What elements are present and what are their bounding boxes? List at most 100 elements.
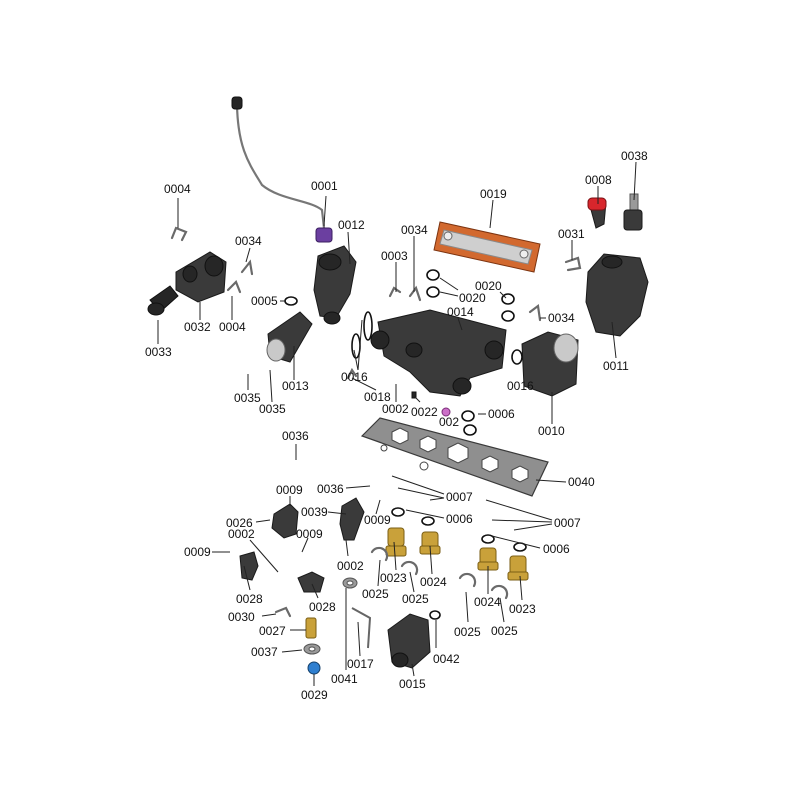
label-0004-mid: 0004 [219, 320, 246, 334]
part-oring-0006-e [481, 534, 495, 544]
part-clip-0025-c [458, 572, 477, 588]
part-0014-manifold [370, 309, 507, 397]
label-0019: 0019 [480, 187, 507, 201]
part-0013-motor [266, 311, 313, 363]
label-0033: 0033 [145, 345, 172, 359]
part-0024-fitting-a [419, 531, 441, 555]
label-0013: 0013 [282, 379, 309, 393]
part-clip-0004-top [170, 226, 188, 242]
label-002: 002 [439, 415, 459, 429]
label-0036-top: 0036 [282, 429, 309, 443]
label-0034-mid: 0034 [401, 223, 428, 237]
label-0005: 0005 [251, 294, 278, 308]
part-clip-0018 [346, 367, 358, 380]
part-0026-body [271, 503, 299, 539]
label-0020-right: 0020 [475, 279, 502, 293]
label-0040: 0040 [568, 475, 595, 489]
label-0002-left: 0002 [228, 527, 255, 541]
label-0025-a: 0025 [362, 587, 389, 601]
part-clip-0034-mid [408, 285, 422, 302]
label-0042: 0042 [433, 652, 460, 666]
part-0039-valve [339, 497, 365, 541]
label-0008: 0008 [585, 173, 612, 187]
part-0010-pump-motor [511, 331, 579, 397]
part-oring-0006-b [463, 424, 477, 436]
part-002-pink-seal [441, 407, 451, 417]
label-0015: 0015 [399, 677, 426, 691]
part-number-labels: 0004 0001 0012 0034 0034 0003 0019 0008 … [145, 149, 648, 702]
part-0029-blue-cap [307, 661, 321, 675]
part-0019-heat-exchanger [433, 221, 541, 273]
label-0023-right: 0023 [509, 602, 536, 616]
part-oring-0016-a [363, 311, 373, 341]
label-0034-right: 0034 [548, 311, 575, 325]
part-0023-fitting-a [385, 527, 407, 557]
part-sensor-cable [231, 96, 333, 243]
part-0008-relief-valve [587, 197, 607, 229]
label-0032: 0032 [184, 320, 211, 334]
part-0041-seal [342, 577, 358, 589]
label-0035-b: 0035 [259, 402, 286, 416]
label-0027: 0027 [259, 624, 286, 638]
label-0012: 0012 [338, 218, 365, 232]
part-oring-0020-d [501, 310, 515, 322]
label-0028-left: 0028 [236, 592, 263, 606]
label-0037: 0037 [251, 645, 278, 659]
part-0022 [411, 391, 417, 399]
label-0036-mid: 0036 [317, 482, 344, 496]
part-clip-0003 [388, 286, 402, 298]
label-0002-top: 0002 [382, 402, 409, 416]
label-0009-mid: 0009 [364, 513, 391, 527]
label-0029: 0029 [301, 688, 328, 702]
label-0011: 0011 [603, 359, 629, 373]
leader-lines [157, 161, 637, 686]
label-0016-left: 0016 [341, 370, 368, 384]
label-0025-d: 0025 [491, 624, 518, 638]
label-0034-left: 0034 [235, 234, 262, 248]
label-0030: 0030 [228, 610, 255, 624]
part-0015-valve-assembly [387, 613, 431, 669]
label-0026: 0026 [226, 516, 253, 530]
label-0020-left: 0020 [459, 291, 486, 305]
part-clip-0034-right [528, 304, 542, 322]
label-0006-top: 0006 [488, 407, 515, 421]
label-0002-mid: 0002 [337, 559, 364, 573]
label-0023-left: 0023 [380, 571, 407, 585]
label-0007-mid: 0007 [446, 490, 473, 504]
label-0006-right: 0006 [543, 542, 570, 556]
label-0018: 0018 [364, 390, 391, 404]
label-0016-right: 0016 [507, 379, 534, 393]
part-0011-pump-housing [585, 253, 649, 337]
part-oring-0042 [429, 610, 441, 620]
label-0014: 0014 [447, 305, 474, 319]
label-0001: 0001 [311, 179, 338, 193]
part-oring-0005 [284, 296, 298, 306]
part-clip-0034-left [240, 259, 254, 276]
part-oring-0006-c [391, 507, 405, 517]
part-oring-0020-b [426, 286, 440, 298]
label-0035-a: 0035 [234, 391, 261, 405]
part-0040-mounting-plate [360, 417, 549, 497]
label-0038: 0038 [621, 149, 648, 163]
part-oring-0020-a [426, 269, 440, 281]
part-clip-0025-a [370, 546, 389, 562]
part-clip-0004-mid [226, 280, 242, 294]
label-0022: 0022 [411, 405, 438, 419]
label-0009-top: 0009 [276, 483, 303, 497]
part-oring-0006-a [461, 410, 475, 422]
label-0004-top: 0004 [164, 182, 191, 196]
label-0006-mid: 0006 [446, 512, 473, 526]
part-0032-housing [175, 251, 227, 303]
part-0023-fitting-b [507, 555, 529, 581]
part-oring-0020-c [501, 293, 515, 305]
part-0038-fitting [623, 193, 643, 231]
label-0024-left: 0024 [420, 575, 447, 589]
part-0028-fitting-b [297, 571, 325, 593]
part-0028-fitting-a [239, 551, 259, 581]
label-0024-right: 0024 [474, 595, 501, 609]
part-0033-connector [147, 285, 179, 316]
label-0031: 0031 [558, 227, 585, 241]
part-0037-washer [303, 643, 321, 655]
